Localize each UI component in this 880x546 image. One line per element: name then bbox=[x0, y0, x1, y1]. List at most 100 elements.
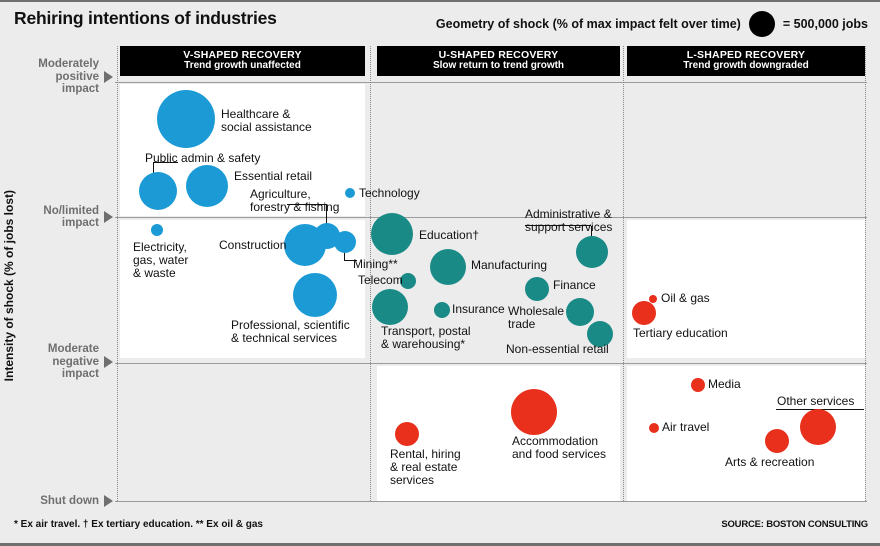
legend: Geometry of shock (% of max impact felt … bbox=[436, 11, 868, 37]
column-title: V-SHAPED RECOVERY bbox=[183, 48, 302, 61]
footnotes: * Ex air travel. † Ex tertiary education… bbox=[14, 519, 263, 530]
bubble-label-media: Media bbox=[708, 377, 741, 391]
bubble-label-essential-retail: Essential retail bbox=[234, 169, 313, 183]
bottom-rule bbox=[0, 543, 880, 546]
bubble-tertiary-education[interactable] bbox=[632, 301, 656, 325]
column-header-v-shaped: V-SHAPED RECOVERY Trend growth unaffecte… bbox=[120, 46, 365, 76]
y-tick-line: Moderately bbox=[38, 58, 99, 71]
bubble-label-construction: Construction bbox=[219, 238, 287, 252]
bubble-label-administrative-support-services: Administrative & support services bbox=[525, 207, 613, 234]
bubble-label-accommodation-and-food-services: Accommodation and food services bbox=[512, 434, 607, 461]
bubble-other-services[interactable] bbox=[800, 409, 836, 445]
bubble-wholesale-trade[interactable] bbox=[566, 298, 594, 326]
y-tick-line: No/limited bbox=[43, 204, 99, 217]
page-title: Rehiring intentions of industries bbox=[14, 8, 277, 28]
bubble-label-healthcare-social-assistance: Healthcare & social assistance bbox=[221, 107, 312, 134]
legend-bubble-icon bbox=[748, 11, 775, 37]
bubble-label-tertiary-education: Tertiary education bbox=[633, 326, 728, 340]
bubble-media[interactable] bbox=[691, 378, 705, 392]
bubble-finance[interactable] bbox=[525, 277, 549, 301]
y-tick-no-limited: No/limited impact bbox=[18, 204, 113, 230]
column-divider-left bbox=[117, 46, 118, 501]
bubble-label-manufacturing: Manufacturing bbox=[471, 258, 548, 272]
column-divider-u-l bbox=[623, 46, 624, 501]
bubble-label-insurance: Insurance bbox=[452, 302, 505, 316]
bubble-air-travel[interactable] bbox=[649, 423, 659, 433]
bubble-non-essential-retail[interactable] bbox=[587, 321, 613, 347]
bubble-professional-scientific-technical-services[interactable] bbox=[293, 273, 337, 317]
bubble-label-professional-scientific-technical-services: Professional, scientific & technical ser… bbox=[231, 318, 350, 345]
band-rule-moderately-positive bbox=[115, 82, 867, 83]
column-subtitle: Trend growth downgraded bbox=[683, 60, 809, 72]
bubble-label-wholesale-trade: Wholesale trade bbox=[508, 304, 565, 331]
bubble-label-arts-recreation: Arts & recreation bbox=[725, 455, 815, 469]
top-rule bbox=[0, 0, 880, 2]
column-subtitle: Slow return to trend growth bbox=[432, 60, 565, 72]
triangle-right-icon bbox=[104, 356, 113, 368]
triangle-right-icon bbox=[104, 495, 113, 507]
bubble-administrative-support-services[interactable] bbox=[576, 236, 608, 268]
bubble-label-electricity-gas-water-waste: Electricity, gas, water & waste bbox=[133, 240, 189, 280]
column-header-u-shaped: U-SHAPED RECOVERY Slow return to trend g… bbox=[377, 46, 620, 76]
column-header-l-shaped: L-SHAPED RECOVERY Trend growth downgrade… bbox=[627, 46, 865, 76]
bubble-transport-postal-warehousing[interactable] bbox=[372, 289, 408, 325]
y-tick-line: impact bbox=[61, 368, 99, 381]
bubble-technology[interactable] bbox=[345, 188, 355, 198]
y-tick-line: positive bbox=[55, 70, 99, 83]
column-title: L-SHAPED RECOVERY bbox=[686, 48, 806, 61]
bubble-essential-retail[interactable] bbox=[186, 165, 228, 207]
y-tick-moderate-negative: Moderate negative impact bbox=[18, 341, 113, 383]
leader-mining bbox=[344, 252, 357, 261]
cell-u-moderately-positive bbox=[377, 84, 620, 216]
legend-value: = 500,000 jobs bbox=[782, 17, 868, 31]
bubble-accommodation-and-food-services[interactable] bbox=[511, 389, 557, 435]
bubble-manufacturing[interactable] bbox=[430, 249, 466, 285]
bubble-telecom[interactable] bbox=[400, 273, 416, 289]
leader-agriculture-underline bbox=[287, 204, 327, 205]
y-tick-line: Shut down bbox=[40, 494, 99, 507]
band-rule-shut-down bbox=[115, 501, 867, 502]
y-tick-line: Moderate bbox=[47, 343, 99, 356]
bubble-electricity-gas-water-waste[interactable] bbox=[151, 224, 163, 236]
bubble-label-rental-hiring-real-estate-services: Rental, hiring & real estate services bbox=[390, 447, 461, 487]
bubble-label-education: Education† bbox=[419, 228, 480, 242]
bubble-healthcare-social-assistance[interactable] bbox=[157, 90, 215, 148]
bubble-label-telecom: Telecom bbox=[358, 273, 403, 287]
column-title: U-SHAPED RECOVERY bbox=[438, 48, 559, 61]
column-subtitle: Trend growth unaffected bbox=[184, 60, 301, 72]
bubble-education[interactable] bbox=[371, 213, 413, 255]
bubble-mining[interactable] bbox=[334, 231, 356, 253]
cell-l-moderately-positive bbox=[627, 84, 865, 216]
source-credit: SOURCE: BOSTON CONSULTING bbox=[721, 519, 868, 530]
y-tick-line: impact bbox=[61, 83, 99, 96]
cell-l-no-limited bbox=[627, 220, 865, 358]
bubble-arts-recreation[interactable] bbox=[765, 429, 789, 453]
band-rule-moderate-negative bbox=[115, 363, 867, 364]
bubble-label-air-travel: Air travel bbox=[662, 420, 710, 434]
bubble-label-agriculture-forestry-fishing: Agriculture, forestry & fishing bbox=[250, 187, 340, 214]
leader-administrative-underline bbox=[525, 225, 591, 226]
cell-v-moderate-negative bbox=[120, 366, 365, 501]
leader-public-admin-safety bbox=[153, 162, 178, 177]
y-tick-moderately-positive: Moderately positive impact bbox=[18, 56, 113, 98]
band-rule-no-limited bbox=[115, 217, 867, 218]
bubble-label-finance: Finance bbox=[553, 278, 596, 292]
bubble-label-public-admin-safety: Public admin & safety bbox=[145, 151, 261, 165]
column-divider-v-u bbox=[370, 46, 371, 501]
bubble-label-technology: Technology bbox=[359, 186, 420, 200]
bubble-oil-gas[interactable] bbox=[649, 295, 657, 303]
column-divider-right bbox=[865, 46, 866, 501]
y-tick-line: impact bbox=[61, 217, 99, 229]
bubble-label-mining: Mining** bbox=[353, 257, 398, 271]
leader-administrative-support-services bbox=[591, 226, 592, 238]
bubble-rental-hiring-real-estate-services[interactable] bbox=[395, 422, 419, 446]
bubble-label-oil-gas: Oil & gas bbox=[661, 291, 710, 305]
triangle-right-icon bbox=[104, 211, 113, 223]
leader-agriculture-forestry-fishing bbox=[326, 205, 327, 227]
legend-description: Geometry of shock (% of max impact felt … bbox=[435, 17, 741, 31]
bubble-insurance[interactable] bbox=[434, 302, 450, 318]
bubble-public-admin-safety[interactable] bbox=[139, 172, 177, 210]
triangle-right-icon bbox=[104, 71, 113, 83]
